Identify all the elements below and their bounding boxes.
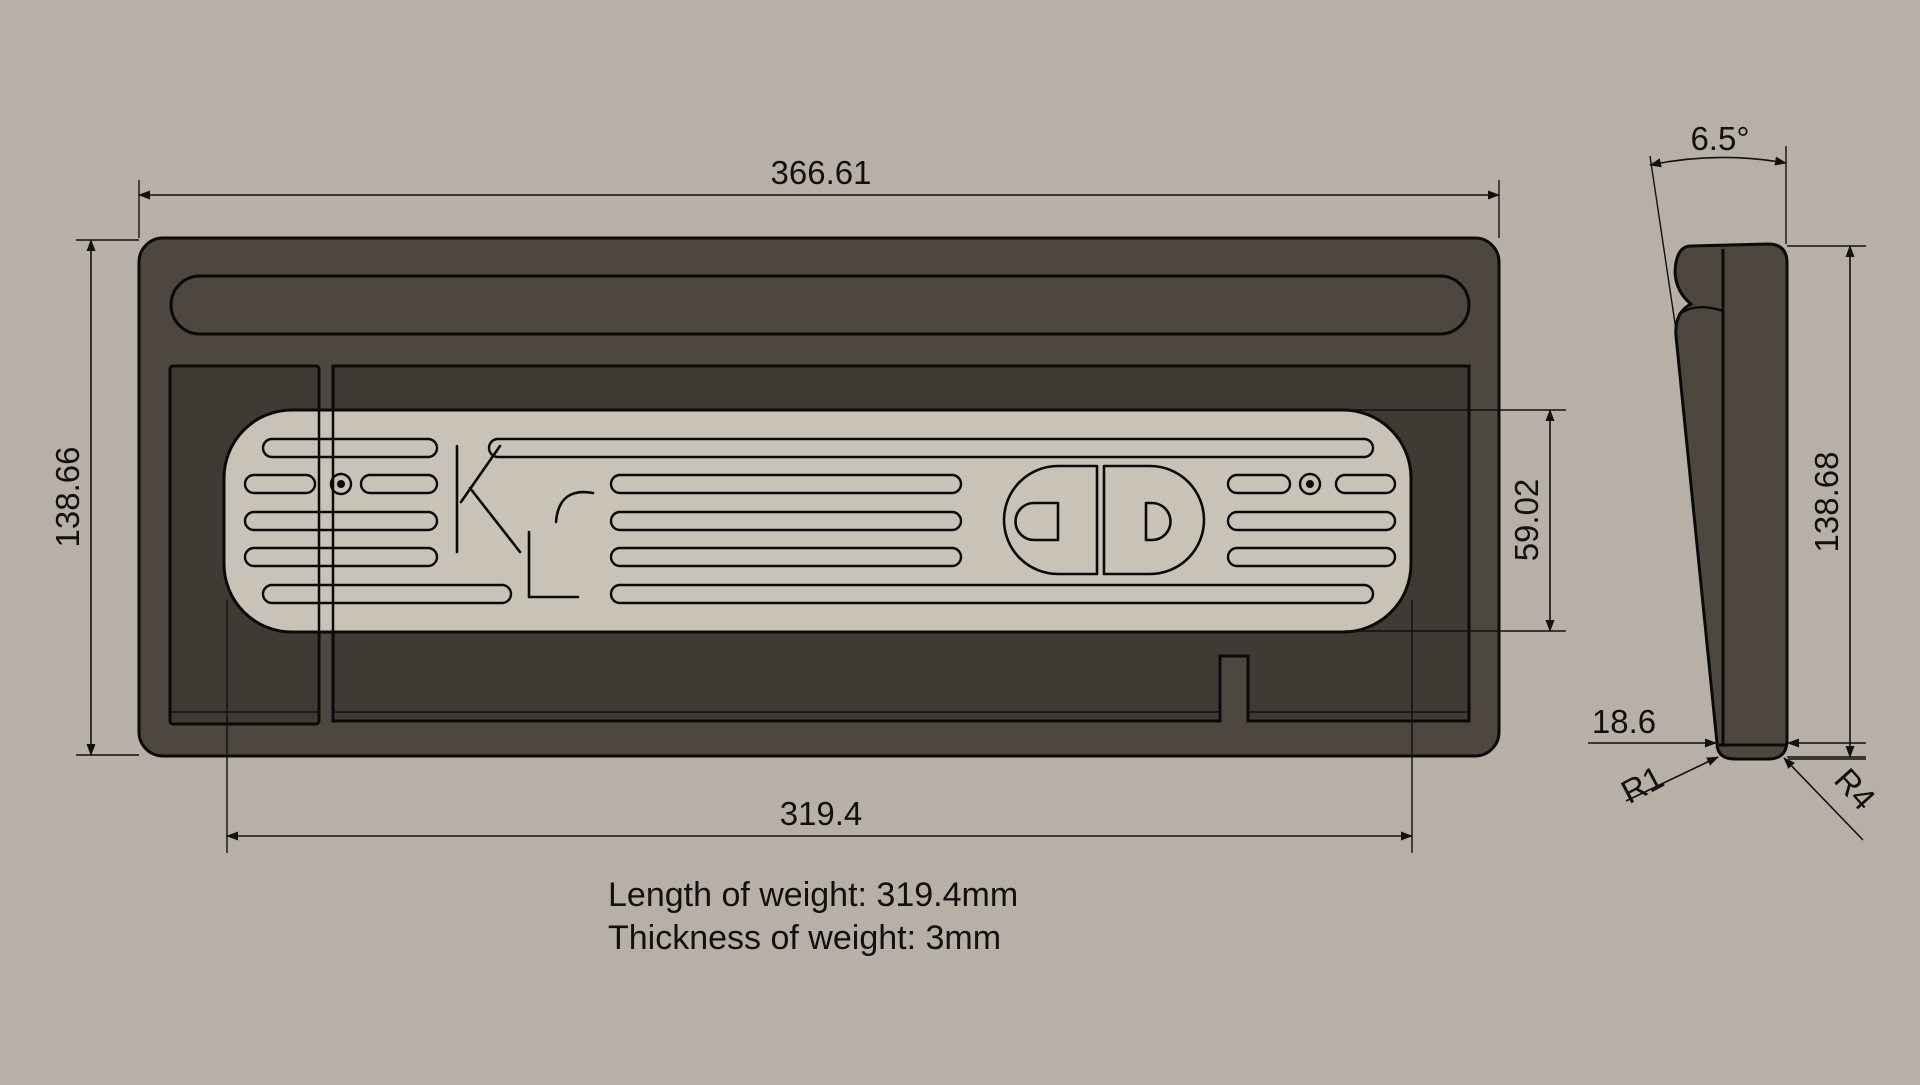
dim-overall-width: 366.61 xyxy=(138,154,1500,238)
dim-side-front-height: 18.6 xyxy=(1588,703,1866,760)
dd-logo xyxy=(1002,464,1206,576)
weight-plate xyxy=(222,408,1413,634)
dim-side-front-height-label: 18.6 xyxy=(1592,703,1656,740)
top-groove xyxy=(169,274,1471,336)
case-side-view xyxy=(1673,242,1789,761)
note-length-of-weight: Length of weight: 319.4mm xyxy=(608,876,1018,914)
screw-hole-left xyxy=(329,472,353,496)
dim-weight-length-label: 319.4 xyxy=(780,795,863,832)
dim-overall-height: 138.66 xyxy=(49,239,139,756)
notes: Length of weight: 319.4mm Thickness of w… xyxy=(608,876,1018,957)
dim-radius-front-label: R1 xyxy=(1615,758,1670,810)
dim-side-height-label: 138.68 xyxy=(1808,452,1845,553)
dim-overall-width-label: 366.61 xyxy=(771,154,872,191)
dim-side-angle-label: 6.5° xyxy=(1690,120,1749,157)
dim-radius-back: R4 xyxy=(1783,757,1883,841)
screw-hole-right xyxy=(1298,472,1322,496)
dim-overall-height-label: 138.66 xyxy=(49,447,86,548)
kl-logo xyxy=(455,444,595,599)
note-thickness-of-weight: Thickness of weight: 3mm xyxy=(608,919,1001,957)
weight-plate-outline xyxy=(222,408,1413,634)
dim-radius-back-label: R4 xyxy=(1827,761,1883,817)
dim-radius-front: R1 xyxy=(1615,756,1719,811)
plate-slots xyxy=(243,437,1397,605)
dim-weight-height: 59.02 xyxy=(1345,409,1566,632)
pocket-divider-over-plate xyxy=(317,410,335,632)
dim-weight-length: 319.4 xyxy=(226,600,1413,853)
dim-side-height: 138.68 xyxy=(1787,245,1866,758)
dim-weight-height-label: 59.02 xyxy=(1508,479,1545,562)
dim-side-angle: 6.5° xyxy=(1649,120,1787,331)
side-profile xyxy=(1673,242,1789,761)
